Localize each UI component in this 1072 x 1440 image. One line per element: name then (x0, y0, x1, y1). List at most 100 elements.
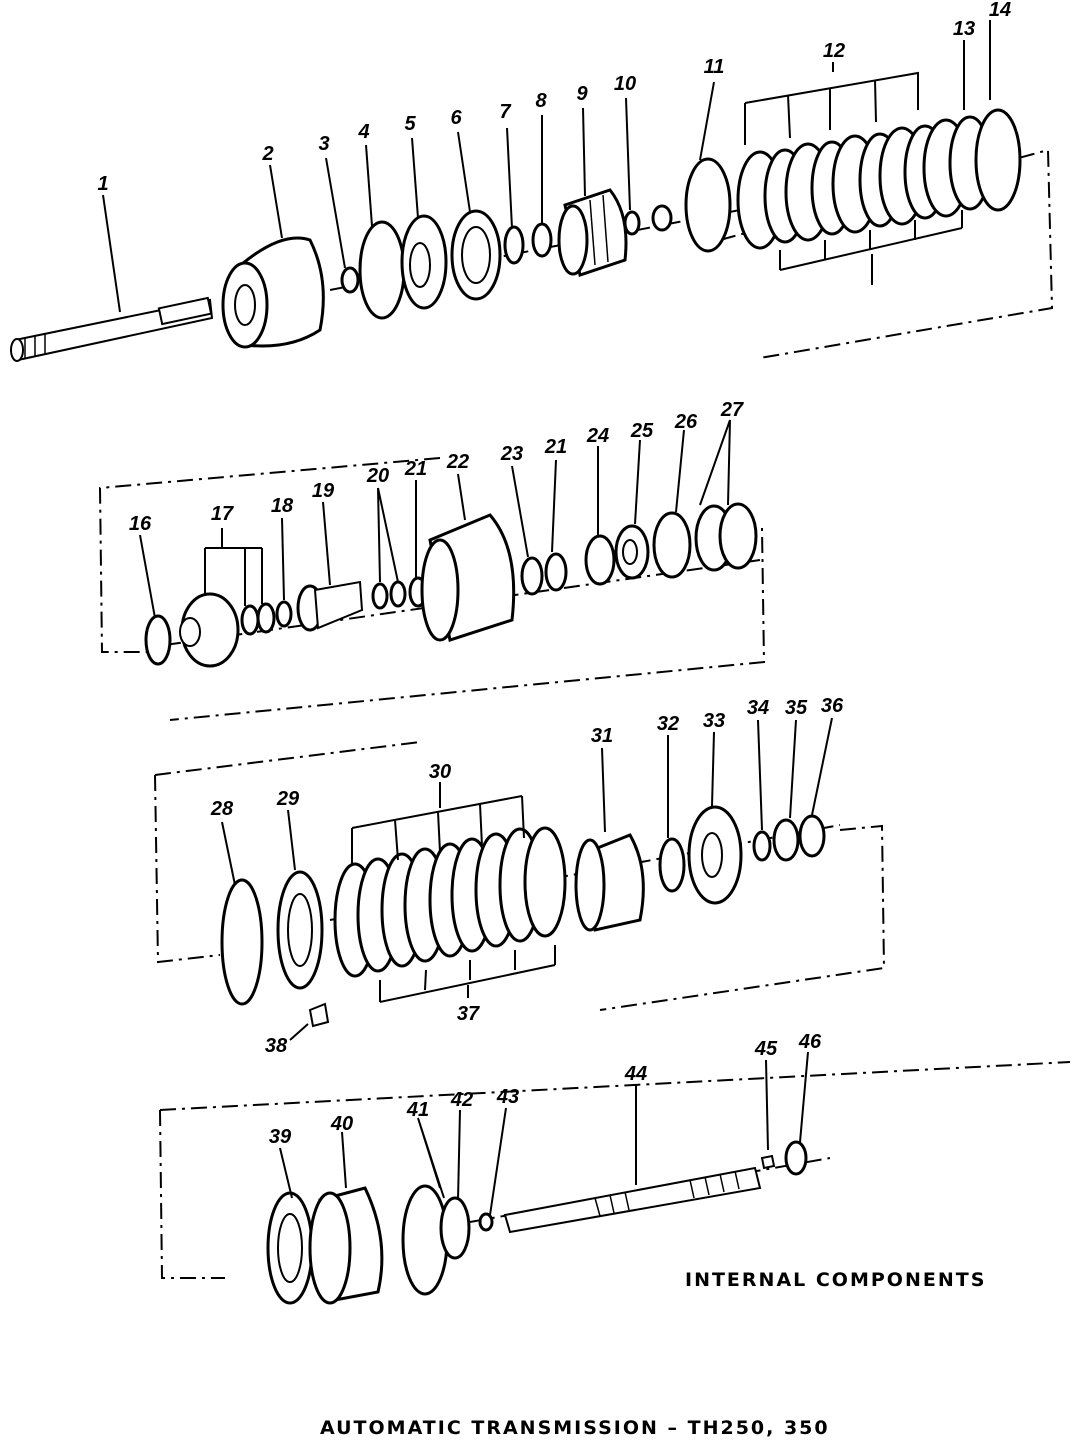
label-20: 20 (366, 465, 389, 487)
part-33-carrier (687, 805, 743, 905)
part-22-reaction-shell (420, 513, 516, 642)
part-39-gear (266, 1191, 314, 1305)
part-17b-washer (240, 604, 260, 636)
part-18-washer (275, 600, 293, 628)
diagram-title: AUTOMATIC TRANSMISSION – TH250, 350 (320, 1417, 830, 1439)
part-16-thrust-washer (144, 614, 172, 666)
label-26: 26 (674, 411, 698, 433)
part-23-washer (520, 556, 544, 596)
label-5: 5 (404, 113, 416, 135)
part-42-hub (439, 1196, 471, 1260)
part-34-washer (752, 830, 772, 862)
label-17: 17 (211, 503, 234, 525)
part-8-snap-ring (531, 222, 553, 258)
label-6: 6 (450, 107, 462, 129)
label-36: 36 (821, 695, 844, 717)
part-19-sun-gear (296, 580, 364, 632)
label-7: 7 (499, 101, 511, 123)
label-31: 31 (591, 725, 613, 747)
part-29-backing-plate (276, 870, 324, 990)
part-40-ring-gear (308, 1186, 384, 1305)
label-38: 38 (265, 1035, 288, 1057)
label-9: 9 (576, 83, 588, 105)
label-12: 12 (823, 40, 845, 62)
label-32: 32 (657, 713, 679, 735)
part-44-output-shaft (503, 1166, 762, 1234)
label-28: 28 (210, 798, 234, 820)
label-11: 11 (704, 56, 725, 78)
label-16: 16 (129, 513, 152, 535)
part-11-snap-ring (684, 157, 732, 253)
label-18: 18 (271, 495, 294, 517)
part-20b-ring (389, 580, 407, 608)
row-3-parts (154, 717, 886, 1041)
label-42: 42 (450, 1089, 473, 1111)
part-2-drum (221, 236, 325, 349)
part-30-clutch-plates (333, 826, 567, 978)
part-45-key (760, 1154, 776, 1170)
part-9-clutch-hub (557, 188, 628, 277)
part-35-bearing (772, 818, 800, 862)
part-46-governor-gear (784, 1140, 808, 1176)
label-35: 35 (785, 697, 808, 719)
label-22: 22 (446, 451, 469, 473)
label-24: 24 (586, 425, 609, 447)
label-44: 44 (624, 1063, 647, 1085)
part-21b-snap-ring (544, 552, 568, 592)
label-2: 2 (261, 143, 273, 165)
row-2-parts (98, 419, 766, 721)
label-10: 10 (614, 73, 636, 95)
part-43-bushing (478, 1212, 494, 1232)
part-38-clip (308, 1002, 330, 1028)
part-41-snap-ring (401, 1184, 449, 1296)
part-24-ring (584, 534, 616, 586)
part-6-spring-assembly (450, 209, 502, 301)
row-4-parts (159, 1051, 1071, 1305)
part-17-planetary-carrier (179, 592, 240, 668)
label-45: 45 (754, 1038, 778, 1060)
row-1-parts (10, 20, 1054, 362)
label-23: 23 (500, 443, 523, 465)
label-29: 29 (276, 788, 300, 810)
part-10b-bearing (651, 204, 673, 232)
label-21b: 21 (544, 436, 567, 458)
label-4: 4 (357, 121, 369, 143)
label-21a: 21 (404, 458, 427, 480)
part-32-washer (658, 837, 686, 893)
part-1-input-shaft (10, 296, 214, 362)
label-27: 27 (720, 399, 744, 421)
label-13: 13 (953, 18, 975, 40)
part-5-piston (400, 214, 448, 310)
part-36-snap-ring (798, 814, 826, 858)
label-19: 19 (312, 480, 335, 502)
part-31-drum (574, 833, 645, 932)
label-39: 39 (269, 1126, 292, 1148)
part-25-bearing (614, 524, 650, 580)
part-27b-ring (718, 502, 758, 570)
part-17c-washer (256, 602, 276, 634)
label-1: 1 (97, 173, 108, 195)
label-30: 30 (429, 761, 451, 783)
label-37: 37 (457, 1003, 480, 1025)
label-14: 14 (989, 0, 1011, 21)
label-3: 3 (318, 133, 329, 155)
label-46: 46 (798, 1031, 822, 1053)
label-43: 43 (496, 1086, 519, 1108)
part-7-snap-ring (503, 225, 525, 265)
part-4-seal-ring (358, 220, 406, 320)
part-14-snap-ring (974, 108, 1022, 212)
label-8: 8 (535, 90, 547, 112)
part-20-ring (371, 582, 389, 610)
label-41: 41 (406, 1099, 429, 1121)
label-34: 34 (747, 697, 769, 719)
part-28-snap-ring (220, 878, 264, 1006)
label-25: 25 (630, 420, 654, 442)
part-10-washer (623, 210, 641, 236)
label-40: 40 (330, 1113, 353, 1135)
part-3-washer (340, 266, 360, 294)
part-26-gear (652, 511, 692, 579)
label-33: 33 (703, 710, 725, 732)
section-caption: INTERNAL COMPONENTS (685, 1269, 986, 1291)
part-12-clutch-plates (736, 118, 970, 250)
